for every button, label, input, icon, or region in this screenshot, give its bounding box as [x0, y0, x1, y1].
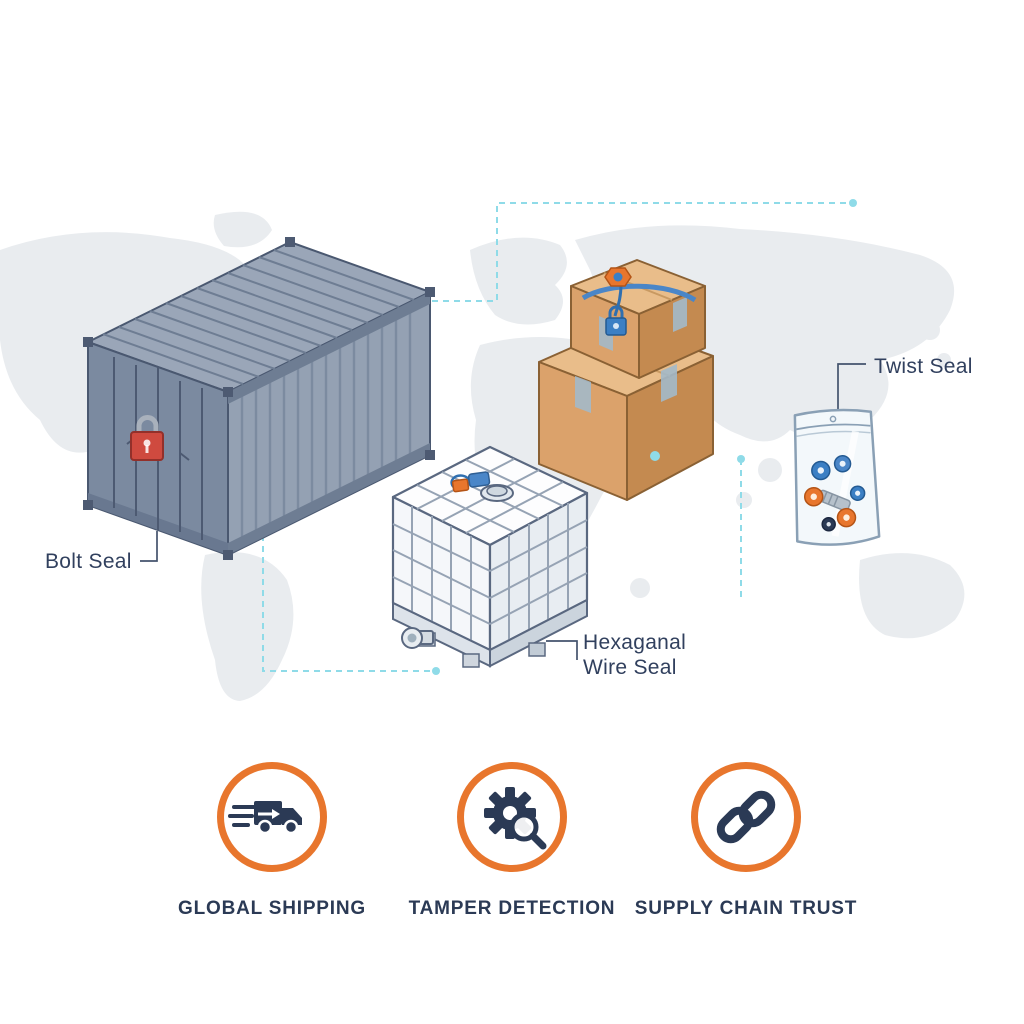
- feature-ring: [217, 762, 327, 872]
- twist-seal-label: Twist Seal: [874, 355, 973, 378]
- feature-tamper-detection: TAMPER DETECTION: [382, 762, 642, 920]
- tote-spout-valve: [401, 627, 434, 649]
- container-corner-castings: [83, 237, 435, 560]
- container-bottom-rail: [228, 443, 430, 555]
- bag-hang-hole: [829, 415, 837, 423]
- container-side-corrugation: [240, 310, 412, 538]
- gear-magnifier-icon: [484, 787, 547, 850]
- hex-wire-seal-label-line2: Wire Seal: [583, 656, 677, 679]
- bolt-seal-label: Bolt Seal: [45, 550, 132, 573]
- feature-supply-chain-trust: SUPPLY CHAIN TRUST: [616, 762, 876, 920]
- hex-wire-seal-label-line1: Hexaganal: [583, 631, 687, 654]
- tape-strip: [575, 376, 591, 413]
- twist-seals-inside-bag: [803, 454, 866, 532]
- connector-dot: [650, 451, 660, 461]
- bolt-seal-padlock: [130, 415, 164, 461]
- container-top-ridges: [102, 249, 415, 385]
- feature-label-supply-chain-trust: SUPPLY CHAIN TRUST: [634, 898, 858, 919]
- hexagonal-wire-seal: [450, 471, 491, 493]
- twist-seal-bag-illustration: [793, 408, 881, 546]
- cardboard-boxes-illustration: [538, 259, 714, 501]
- chain-link-icon: [716, 790, 776, 844]
- tape-strip: [661, 364, 677, 402]
- hex-wire-seal-label: Hexaganal Wire Seal: [583, 630, 686, 680]
- tote-pallet: [392, 598, 588, 668]
- feature-global-shipping: GLOBAL SHIPPING: [142, 762, 402, 920]
- tote-lid: [480, 484, 514, 502]
- truck-icon: [228, 801, 302, 835]
- feature-label-tamper-detection: TAMPER DETECTION: [408, 898, 616, 919]
- bag-outline: [793, 408, 881, 546]
- container-top-rail: [228, 292, 430, 404]
- tape-strip: [673, 297, 687, 332]
- feature-label-global-shipping: GLOBAL SHIPPING: [178, 898, 366, 919]
- feature-ring: [691, 762, 801, 872]
- shipping-container-illustration: [83, 237, 435, 560]
- ibc-tote-illustration: [391, 445, 589, 668]
- feature-ring: [457, 762, 567, 872]
- box-wire-seal: [581, 267, 697, 336]
